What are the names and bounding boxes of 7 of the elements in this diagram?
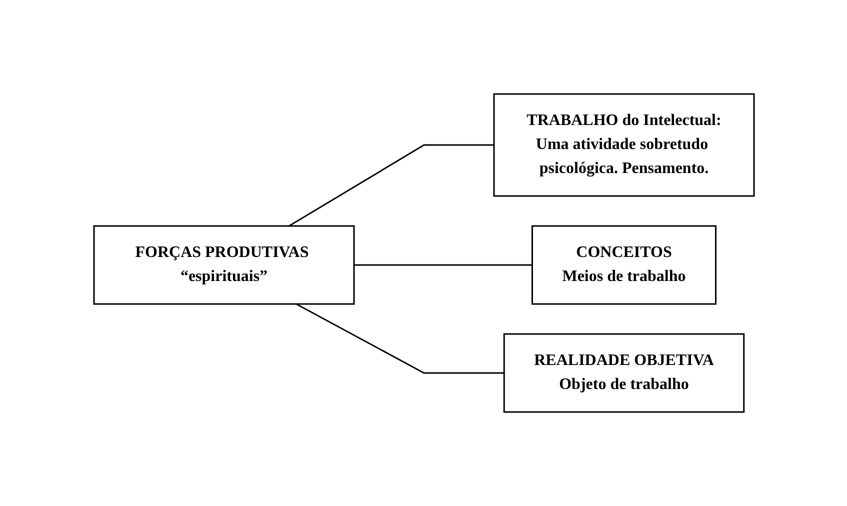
node-box: REALIDADE OBJETIVA Objeto de trabalho: [502, 333, 744, 413]
connector: [288, 144, 494, 227]
connector: [295, 303, 504, 374]
node-box: TRABALHO do Intelectual: Uma atividade sobretudo psicológica. Pensamento.: [492, 93, 754, 197]
node-box: FORÇAS PRODUTIVAS “espirituais”: [92, 225, 354, 305]
connector: [354, 264, 532, 266]
node-box: CONCEITOS Meios de trabalho: [530, 225, 716, 305]
